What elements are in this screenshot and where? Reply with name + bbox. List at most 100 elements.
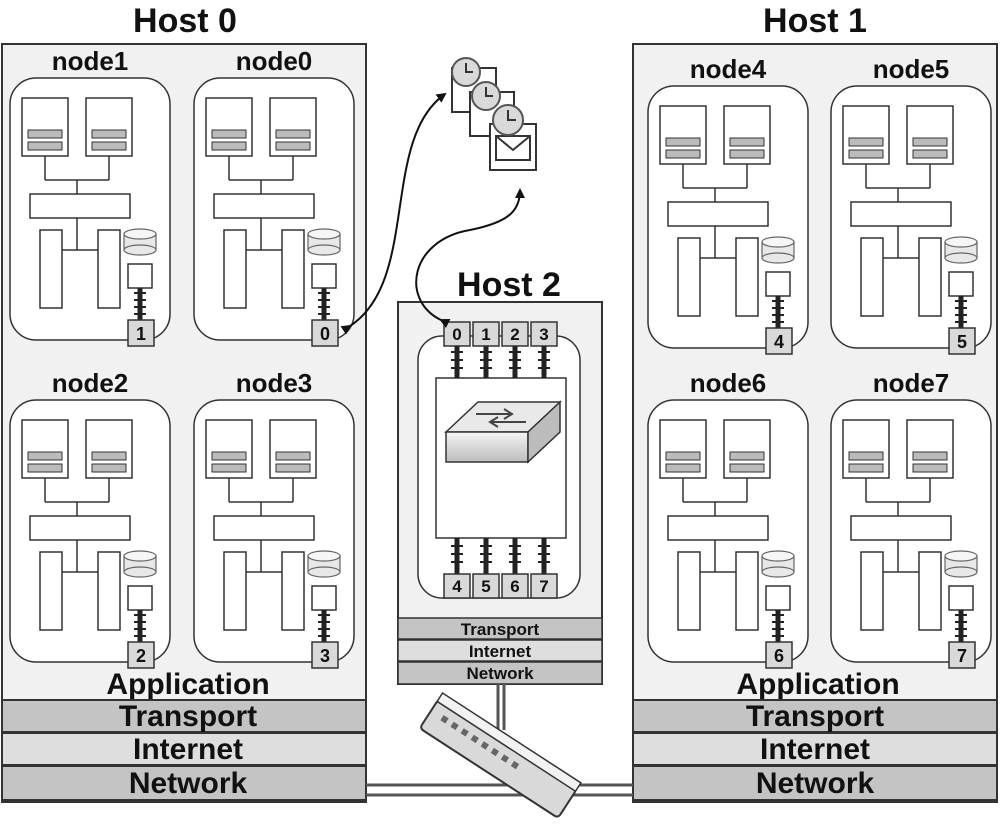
host1-transport-label: Transport	[746, 700, 884, 733]
cpu-module-icon	[205, 419, 253, 479]
host0-transport-layer: Transport	[1, 699, 367, 733]
cpu-module-icon	[906, 105, 954, 165]
memory-bank	[39, 551, 63, 631]
host2-internet-label: Internet	[469, 642, 532, 661]
node-label: node3	[236, 368, 313, 398]
cpu-module-icon	[842, 105, 890, 165]
host0-transport-label: Transport	[119, 700, 257, 733]
host0-internet-label: Internet	[133, 733, 243, 766]
network-switch-icon	[444, 400, 562, 464]
cpu-module-icon	[85, 419, 133, 479]
chipset-block	[667, 515, 769, 541]
port-number: 2	[136, 646, 146, 666]
memory-bank	[735, 237, 759, 317]
host1-title: Host 1	[763, 2, 867, 40]
port-number: 5	[957, 332, 967, 352]
disk-icon	[761, 236, 795, 264]
node-card: node4 4	[647, 54, 809, 355]
memory-bank	[39, 229, 63, 309]
memory-bank	[918, 551, 942, 631]
network-hub-icon	[420, 691, 582, 818]
cpu-module-icon	[205, 97, 253, 157]
memory-bank	[223, 229, 247, 309]
port-badge: 6	[765, 641, 793, 669]
memory-bank	[223, 551, 247, 631]
cpu-module-icon	[906, 419, 954, 479]
port-badge: 1	[127, 319, 155, 347]
memory-bank	[735, 551, 759, 631]
host1-transport-layer: Transport	[632, 699, 998, 733]
nic-block	[765, 585, 791, 611]
chipset-block	[29, 515, 131, 541]
host1-internet-label: Internet	[760, 733, 870, 766]
node-label: node1	[52, 46, 129, 76]
switch-port-bottom: 6	[501, 538, 529, 599]
port-number: 0	[452, 325, 461, 344]
host1-application-layer: Application	[736, 668, 899, 701]
node-label: node7	[873, 368, 950, 398]
memory-bank	[97, 229, 121, 309]
disk-icon	[944, 236, 978, 264]
port-number: 3	[320, 646, 330, 666]
host1-box: node4 4 node5 5 node6 6 node7 7 Application Tra…	[632, 43, 998, 803]
switch-port-bottom: 7	[530, 538, 558, 599]
cpu-module-icon	[723, 419, 771, 479]
memory-bank	[918, 237, 942, 317]
host1-network-layer: Network	[632, 765, 998, 801]
cpu-module-icon	[723, 105, 771, 165]
port-badge: 3	[311, 641, 339, 669]
host0-internet-layer: Internet	[1, 732, 367, 766]
host2-network-layer: Network	[397, 661, 603, 685]
switch-port-bottom: 4	[443, 538, 471, 599]
node-label: node5	[873, 54, 950, 84]
memory-bank	[677, 551, 701, 631]
disk-icon	[761, 550, 795, 578]
port-number: 7	[957, 646, 967, 666]
message-flow-arrows	[340, 92, 525, 335]
chipset-block	[29, 193, 131, 219]
nic-block	[948, 585, 974, 611]
node-label: node6	[690, 368, 767, 398]
nic-block	[765, 271, 791, 297]
port-badge: 2	[127, 641, 155, 669]
port-number: 4	[774, 332, 784, 352]
host1-internet-layer: Internet	[632, 732, 998, 766]
port-number: 1	[136, 324, 146, 344]
cpu-module-icon	[269, 419, 317, 479]
memory-bank	[281, 229, 305, 309]
cpu-module-icon	[85, 97, 133, 157]
network-cabling	[366, 684, 633, 797]
chipset-block	[667, 201, 769, 227]
port-number: 3	[539, 325, 548, 344]
cpu-module-icon	[269, 97, 317, 157]
cpu-module-icon	[659, 419, 707, 479]
memory-bank	[97, 551, 121, 631]
port-number: 6	[774, 646, 784, 666]
nic-block	[948, 271, 974, 297]
port-number: 4	[452, 577, 462, 596]
nic-block	[127, 585, 153, 611]
port-badge: 7	[948, 641, 976, 669]
disk-icon	[123, 228, 157, 256]
host2-internet-layer: Internet	[397, 639, 603, 662]
port-number: 2	[510, 325, 519, 344]
host0-title: Host 0	[133, 2, 237, 40]
port-number: 1	[481, 325, 490, 344]
port-number: 7	[539, 577, 548, 596]
node-label: node4	[690, 54, 767, 84]
switch-port-bottom: 5	[472, 538, 500, 599]
nic-block	[127, 263, 153, 289]
node-label: node0	[236, 46, 313, 76]
nic-block	[311, 585, 337, 611]
node-card: node5 5	[830, 54, 992, 355]
node-card: node3 3	[193, 368, 355, 669]
disk-icon	[307, 228, 341, 256]
host2-title: Host 2	[457, 266, 561, 304]
node-label: node2	[52, 368, 129, 398]
memory-bank	[677, 237, 701, 317]
